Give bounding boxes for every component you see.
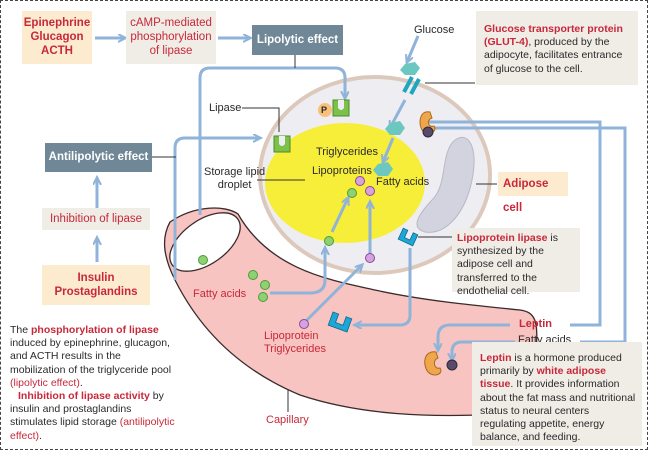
leptin-note: Leptin is a hormone produced primarily b… — [472, 342, 642, 446]
lipolytic-effect-text: (lipolytic effect) — [10, 376, 80, 389]
line-lipase-label — [242, 107, 280, 132]
phosphate-badge — [318, 103, 332, 117]
phosphorylation-paragraph: The phosphorylation of lipase induced by… — [10, 324, 178, 390]
lipoprotein-dot — [365, 253, 375, 263]
leptin-text-1: is a hormone produced primarily by — [480, 352, 622, 378]
glut4-note: Glucose transporter protein (GLUT-4), pr… — [476, 11, 638, 85]
lipolytic-effect-box: Lipolytic effect — [252, 25, 343, 55]
lipoprotein-triglycerides-label: Lipoprotein Triglycerides — [264, 330, 326, 356]
arrow-fatty-acids-into-cell — [270, 248, 325, 295]
lipoprotein-tg-line-1: Lipoprotein — [264, 330, 319, 342]
inhibition-highlight: Inhibition of lipase activity — [18, 390, 150, 403]
lpl-text: is synthesized by the adipose cell and t… — [457, 232, 558, 297]
storage-lipid-line-2: droplet — [217, 179, 252, 191]
fatty-acid-dot — [258, 292, 268, 302]
antilipolytic-effect-text: (antilipolytic effect) — [10, 416, 175, 442]
fatty-acid-dot — [260, 280, 270, 290]
arrow-lpl-transfer — [355, 248, 412, 325]
lipoprotein-dot — [355, 176, 365, 186]
leptin-label: Leptin — [519, 318, 552, 330]
white-adipose-highlight: white adipose tissue — [480, 365, 607, 391]
fatty-acid-dot — [324, 236, 334, 246]
phos-highlight: phosphorylation of lipase — [31, 324, 159, 336]
fatty-acids-cell-label: Fatty acids — [376, 176, 430, 188]
glucose-in-droplet-icon — [373, 162, 393, 176]
glut4-transporter-icon — [400, 62, 421, 95]
p-badge-label: P — [321, 105, 328, 115]
arrow-lipoprotein-tg-up — [303, 265, 362, 324]
lipoprotein-dot — [299, 319, 309, 329]
hormone-epinephrine: Epinephrine — [23, 17, 91, 29]
camp-line-1: cAMP-mediated — [130, 17, 212, 29]
lpl-highlight: Lipoprotein lipase — [457, 232, 548, 244]
storage-lipid-droplet-label: Storage lipid droplet — [204, 166, 265, 192]
inhibition-of-lipase-box: Inhibition of lipase — [42, 208, 150, 230]
glut4-highlight: Glucose transporter protein (GLUT-4) — [484, 23, 623, 49]
lpl-cell-icon — [397, 227, 419, 247]
lpl-note: Lipoprotein lipase is synthesized by the… — [452, 228, 580, 297]
fatty-acid-out-icon-capillary — [446, 359, 458, 371]
leptin-icon-capillary — [424, 351, 442, 376]
lipoproteins-label: Lipoproteins — [312, 165, 372, 177]
fatty-acid-dot — [248, 270, 258, 280]
phos-end: . — [79, 376, 83, 389]
fatty-acid-out-icon-cell — [422, 126, 434, 138]
antilipolytic-effect-box: Antilipolytic effect — [45, 143, 152, 172]
camp-box: cAMP-mediated phosphorylation of lipase — [126, 11, 216, 64]
hormone-acth: ACTH — [41, 45, 73, 57]
hormone-glucagon: Glucagon — [30, 31, 84, 43]
lipase-label: Lipase — [209, 102, 242, 114]
capillary-opening — [169, 212, 241, 272]
insulin-label: Insulin — [77, 272, 115, 284]
inhibition-paragraph: Inhibition of lipase activity by insulin… — [10, 390, 178, 443]
arrow-glucose-to-fatty-acids — [383, 137, 395, 162]
leptin-highlight: Leptin — [480, 352, 512, 364]
camp-line-3: of lipase — [149, 45, 193, 57]
glucose-icon — [385, 121, 405, 135]
phos-pre: The — [10, 324, 32, 336]
cell-nucleus — [416, 137, 475, 233]
adipose-cell-box: Adipose cell — [498, 172, 568, 214]
storage-lipid-line-1: Storage lipid — [204, 166, 266, 178]
lpl-endothelial-icon — [327, 311, 353, 333]
prostaglandins-label: Prostaglandins — [54, 286, 138, 298]
arrow-lipolytic-to-p-lipase — [198, 66, 345, 215]
arrow-fa-to-capillary — [452, 340, 515, 360]
camp-line-2: phosphorylation — [130, 31, 212, 43]
lipase-icon — [273, 135, 291, 153]
phosphorylated-lipase-icon — [332, 99, 350, 117]
hormones-box: Epinephrine Glucagon ACTH — [22, 11, 92, 64]
lipoprotein-dot — [365, 186, 375, 196]
glut4-text: , produced by the adipocyte, facilitates… — [484, 36, 623, 75]
arrow-leptin-to-capillary — [438, 323, 510, 350]
glucose-label: Glucose — [414, 24, 455, 36]
inhibition-end: . — [39, 429, 42, 442]
triglycerides-label: Triglycerides — [316, 146, 378, 158]
insulin-box: Insulin Prostaglandins — [42, 265, 150, 305]
fatty-acid-dot — [347, 188, 357, 198]
leptin-text-2: . It provides information about the fat … — [480, 378, 636, 444]
arrow-glucose-in — [407, 35, 420, 62]
inhibition-text: by insulin and prostaglandins stimulates… — [10, 390, 164, 429]
phos-text: induced by epinephrine, glucagon, and AC… — [10, 337, 172, 376]
arrow-fatty-acids-to-droplet — [330, 198, 348, 233]
fatty-acids-capillary-label: Fatty acids — [193, 288, 247, 300]
fatty-acid-dot — [198, 255, 208, 265]
lipoprotein-tg-line-2: Triglycerides — [264, 343, 326, 355]
capillary-label: Capillary — [266, 414, 309, 426]
arrow-to-lipase — [173, 138, 260, 280]
lipase-regulation-note: The phosphorylation of lipase induced by… — [10, 324, 178, 443]
storage-lipid-droplet — [265, 123, 425, 243]
arrow-leptin-out — [425, 120, 602, 327]
